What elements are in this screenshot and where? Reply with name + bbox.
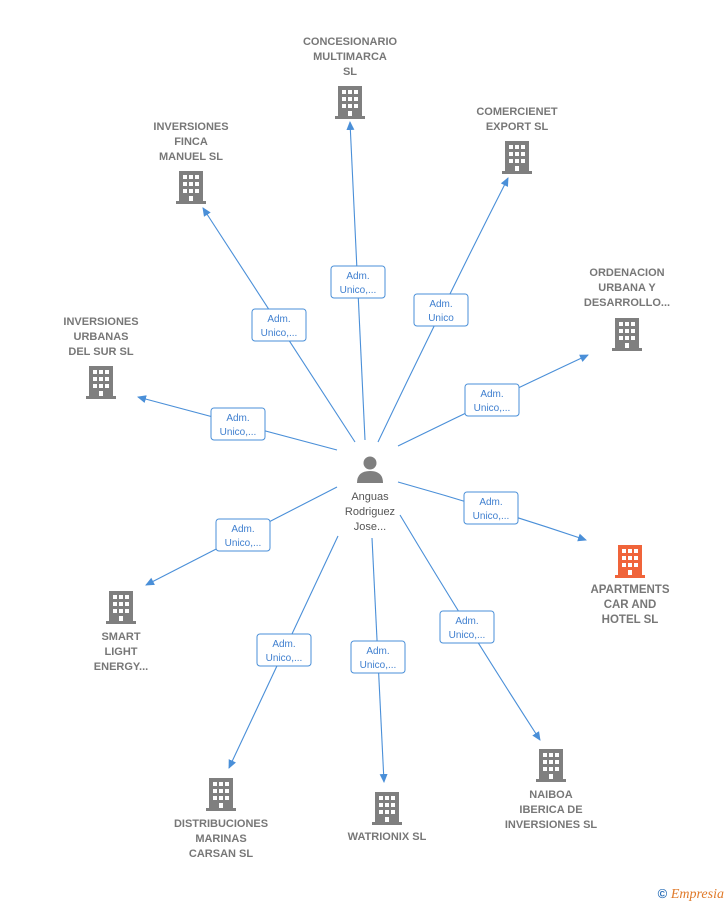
- edge-text: Unico: [428, 313, 454, 324]
- edge-text: Unico,...: [473, 511, 510, 522]
- edge-label-comercienet[interactable]: Adm. Unico: [413, 293, 469, 327]
- edge-text: Unico,...: [474, 403, 511, 414]
- company-label: LIGHT: [105, 646, 138, 658]
- company-node-ordenacion[interactable]: ORDENACION URBANA Y DESARROLLO...: [584, 267, 670, 351]
- company-label: INVERSIONES: [153, 121, 228, 133]
- edge-label-smart-light[interactable]: Adm. Unico,...: [215, 518, 271, 552]
- edge-text: Unico,...: [360, 660, 397, 671]
- building-icon: [612, 318, 642, 351]
- company-label: SMART: [101, 631, 140, 643]
- edge-text: Adm.: [366, 646, 389, 657]
- company-label: CAR AND: [604, 599, 657, 611]
- company-label: INVERSIONES SL: [505, 819, 598, 831]
- company-label: CARSAN SL: [189, 848, 253, 860]
- center-node[interactable]: AnguasRodriguezJose...: [345, 456, 395, 534]
- company-label: FINCA: [174, 136, 208, 148]
- company-node-naiboa[interactable]: NAIBOA IBERICA DE INVERSIONES SL: [505, 749, 598, 831]
- edge-label-distribuciones[interactable]: Adm. Unico,...: [256, 633, 312, 667]
- edge-box: [210, 407, 266, 441]
- edge-box: [413, 293, 469, 327]
- company-label: IBERICA DE: [519, 804, 582, 816]
- edge-label-ordenacion[interactable]: Adm. Unico,...: [464, 383, 520, 417]
- edge-box: [215, 518, 271, 552]
- building-icon: [536, 749, 566, 782]
- edge-box: [251, 308, 307, 342]
- footer-brand[interactable]: © Empresia: [658, 886, 724, 903]
- edge-label-watrionix[interactable]: Adm. Unico,...: [350, 640, 406, 674]
- company-label: MANUEL SL: [159, 151, 223, 163]
- edge-text: Unico,...: [340, 285, 377, 296]
- company-label: EXPORT SL: [486, 121, 549, 133]
- company-label: CONCESIONARIO: [303, 36, 398, 48]
- edge-label-apartments[interactable]: Adm. Unico,...: [463, 491, 519, 525]
- company-node-comercienet[interactable]: COMERCIENET EXPORT SL: [476, 106, 558, 174]
- company-label: SL: [343, 66, 357, 78]
- edge-text: Adm.: [480, 389, 503, 400]
- edge-text: Adm.: [226, 413, 249, 424]
- edge-text: Unico,...: [220, 427, 257, 438]
- company-label: DISTRIBUCIONES: [174, 818, 268, 830]
- person-icon: [357, 456, 383, 483]
- edge-text: Unico,...: [261, 328, 298, 339]
- edge-box: [350, 640, 406, 674]
- edge-box: [439, 610, 495, 644]
- brand-logo: Empresia: [670, 887, 724, 902]
- edge-text: Adm.: [267, 314, 290, 325]
- company-label: COMERCIENET: [476, 106, 558, 118]
- building-icon: [206, 778, 236, 811]
- company-node-smart-light[interactable]: SMART LIGHT ENERGY...: [94, 591, 148, 673]
- edge-text: Unico,...: [449, 630, 486, 641]
- edges-layer: Adm.Unico,...Adm.UnicoAdm.Unico,...Adm.U…: [137, 121, 589, 783]
- company-label: URBANA Y: [598, 282, 656, 294]
- edge-text: Adm.: [429, 299, 452, 310]
- edge-label-concesionario[interactable]: Adm. Unico,...: [330, 265, 386, 299]
- nodes-layer: CONCESIONARIO MULTIMARCA SL COMERCIENET EXPO…: [63, 36, 670, 860]
- edge-text: Adm.: [479, 497, 502, 508]
- building-icon: [176, 171, 206, 204]
- person-label: Jose...: [354, 521, 386, 533]
- edge-text: Unico,...: [225, 538, 262, 549]
- person-label: Rodriguez: [345, 506, 395, 518]
- company-label: APARTMENTS: [590, 584, 669, 596]
- company-label: ENERGY...: [94, 661, 148, 673]
- edge-box: [463, 491, 519, 525]
- building-icon: [106, 591, 136, 624]
- edge-label-inversiones-urbanas[interactable]: Adm. Unico,...: [210, 407, 266, 441]
- edge-box: [464, 383, 520, 417]
- company-node-inversiones-urbanas[interactable]: INVERSIONES URBANAS DEL SUR SL: [63, 316, 139, 399]
- building-icon: [615, 545, 645, 578]
- company-label: DEL SUR SL: [68, 346, 133, 358]
- company-label: ORDENACION: [589, 267, 664, 279]
- company-label: NAIBOA: [529, 789, 572, 801]
- company-label: HOTEL SL: [602, 614, 659, 626]
- person-label: Anguas: [351, 491, 389, 503]
- edge-text: Adm.: [455, 616, 478, 627]
- building-icon: [502, 141, 532, 174]
- company-label: DESARROLLO...: [584, 297, 670, 309]
- edge-box: [256, 633, 312, 667]
- edge-text: Adm.: [346, 271, 369, 282]
- company-node-inversiones-finca[interactable]: INVERSIONES FINCA MANUEL SL: [153, 121, 229, 204]
- edge-text: Adm.: [231, 524, 254, 535]
- edge-label-inversiones-finca[interactable]: Adm. Unico,...: [251, 308, 307, 342]
- company-label: MARINAS: [195, 833, 246, 845]
- company-label: INVERSIONES: [63, 316, 138, 328]
- company-node-apartments[interactable]: APARTMENTS CAR AND HOTEL SL: [590, 545, 670, 626]
- edge-label-naiboa[interactable]: Adm. Unico,...: [439, 610, 495, 644]
- copyright-icon: ©: [657, 886, 668, 901]
- building-icon: [335, 86, 365, 119]
- building-icon: [86, 366, 116, 399]
- company-node-watrionix[interactable]: WATRIONIX SL: [348, 792, 427, 843]
- edge-text: Adm.: [272, 639, 295, 650]
- building-icon: [372, 792, 402, 825]
- company-label: WATRIONIX SL: [348, 831, 427, 843]
- edge-box: [330, 265, 386, 299]
- company-node-distribuciones[interactable]: DISTRIBUCIONES MARINAS CARSAN SL: [174, 778, 268, 860]
- company-label: URBANAS: [74, 331, 129, 343]
- company-node-concesionario[interactable]: CONCESIONARIO MULTIMARCA SL: [303, 36, 398, 119]
- edge-text: Unico,...: [266, 653, 303, 664]
- company-label: MULTIMARCA: [313, 51, 387, 63]
